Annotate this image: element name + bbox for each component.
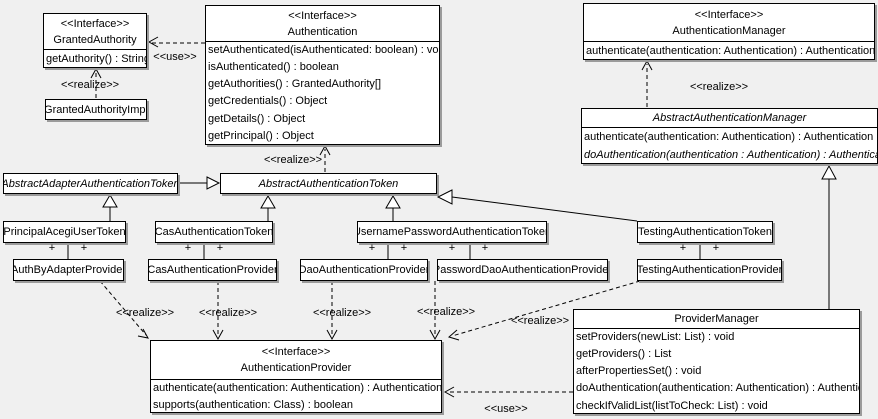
edge-label-realize: <<realize>>: [416, 306, 476, 318]
assoc-plus: +: [448, 242, 456, 254]
edge-label-realize: <<realize>>: [312, 307, 372, 319]
class-daoauthenticationprovider: DaoAuthenticationProvider: [300, 259, 428, 281]
class-name: CasAuthenticationToken: [156, 226, 272, 238]
edge-label-realize: <<realize>>: [689, 81, 749, 93]
class-name: AbstractAdapterAuthenticationToken: [4, 177, 177, 190]
class-testingauthenticationtoken: TestingAuthenticationToken: [637, 221, 773, 243]
stereotype-label: <<Interface>>: [261, 346, 331, 358]
edge-label-realize: <<realize>>: [263, 154, 323, 166]
class-name: AuthByAdapterProvider: [14, 264, 123, 276]
edge-label-realize: <<realize>>: [510, 315, 570, 327]
class-name: AuthenticationManager: [672, 24, 786, 37]
arrowhead-use-grantedauthority: [147, 36, 159, 48]
class-passworddaoauthenticationprovider: PasswordDaoAuthenticationProvider: [437, 259, 608, 281]
method: isAuthenticated() : boolean: [208, 61, 339, 74]
edge-gen-testingauthenticationtoken: [451, 196, 638, 222]
class-abstractadapterauthenticationtoken: AbstractAdapterAuthenticationToken: [3, 173, 178, 194]
assoc-plus: +: [184, 242, 192, 254]
class-name: AbstractAuthenticationManager: [652, 112, 807, 124]
class-authbyadapterprovider: AuthByAdapterProvider: [13, 259, 124, 281]
class-grantedauthority: <<Interface>> GrantedAuthority getAuthor…: [43, 13, 147, 68]
class-testingauthenticationprovider: TestingAuthenticationProvider: [637, 259, 782, 281]
triangle-abstracttoken-testing: [436, 189, 453, 205]
edge-label-use: <<use>>: [153, 51, 197, 63]
method: setAuthenticated(isAuthenticated: boolea…: [208, 44, 439, 56]
method: getDetails() : Object: [208, 112, 306, 125]
triangle-abstracttoken-upat: [385, 195, 401, 209]
arrowhead-realize-ap-3: [326, 329, 338, 341]
edge-realize-testingauthenticationprovider: [451, 280, 641, 337]
class-name: AuthenticationProvider: [240, 362, 352, 374]
arrowhead-realize-ap-1: [137, 328, 149, 339]
class-providermanager: ProviderManager setProviders(newList: Li…: [573, 309, 860, 414]
class-name: PrincipalAcegiUserToken: [4, 226, 125, 238]
class-name: GrantedAuthority: [53, 33, 137, 46]
class-authentication: <<Interface>> Authentication setAuthenti…: [205, 5, 440, 145]
method: doAuthentication(authentication : Authen…: [584, 149, 877, 161]
class-authenticationprovider: <<Interface>> AuthenticationProvider aut…: [150, 340, 442, 413]
class-authenticationmanager: <<Interface>> AuthenticationManager auth…: [583, 3, 875, 60]
class-name: CasAuthenticationProvider: [149, 264, 276, 276]
method: getAuthority() : String: [46, 53, 146, 65]
class-usernamepasswordauthenticationtoken: UsernamePasswordAuthenticationToken: [357, 221, 547, 243]
stereotype-label: <<Interface>>: [694, 8, 764, 21]
assoc-plus: +: [216, 242, 224, 254]
method: authenticate(authentication: Authenticat…: [153, 382, 441, 394]
edge-label-realize: <<realize>>: [115, 307, 175, 319]
method: afterPropertiesSet() : void: [576, 365, 702, 378]
edge-label-realize: <<realize>>: [60, 79, 120, 91]
class-name: TestingAuthenticationToken: [638, 226, 772, 238]
class-name: Authentication: [287, 25, 358, 38]
assoc-plus: +: [679, 242, 687, 254]
class-abstractauthenticationtoken: AbstractAuthenticationToken: [220, 173, 437, 194]
method: setProviders(newList: List) : void: [576, 331, 735, 343]
edge-label-use: <<use>>: [484, 403, 528, 415]
triangle-abstractauthenticationmanager: [821, 164, 837, 180]
arrowhead-realize-grantedauthority: [90, 67, 102, 79]
class-name: TestingAuthenticationProvider: [638, 264, 781, 276]
method: authenticate(authentication: Authenticat…: [586, 45, 874, 57]
class-name: ProviderManager: [674, 313, 759, 325]
triangle-abstractauthenticationtoken-left: [206, 176, 221, 190]
assoc-plus: +: [80, 242, 88, 254]
assoc-plus: +: [368, 242, 376, 254]
assoc-plus: +: [48, 242, 56, 254]
arrowhead-realize-authenticationmanager: [641, 59, 653, 71]
arrowhead-realize-ap-4: [429, 329, 441, 341]
stereotype-label: <<Interface>>: [60, 17, 130, 30]
arrowhead-realize-ap-2: [212, 329, 224, 341]
class-name: AbstractAuthenticationToken: [258, 177, 399, 190]
class-principalacegiusertoken: PrincipalAcegiUserToken: [3, 221, 126, 243]
method: supports(authentication: Class) : boolea…: [153, 398, 353, 411]
method: doAuthentication(authentication: Authent…: [576, 382, 859, 395]
class-name: DaoAuthenticationProvider: [301, 264, 427, 276]
class-abstractauthenticationmanager: AbstractAuthenticationManager authentica…: [581, 108, 878, 164]
class-name: GrantedAuthorityImpl: [46, 103, 146, 116]
class-casauthenticationprovider: CasAuthenticationProvider: [148, 259, 277, 281]
method: getCredentials() : Object: [208, 95, 328, 108]
method: getPrincipal() : Object: [208, 129, 314, 142]
assoc-plus: +: [712, 242, 720, 254]
triangle-abstractadaptertoken: [102, 194, 118, 208]
arrowhead-use-authenticationprovider: [443, 386, 455, 398]
method: authenticate(authentication: Authenticat…: [584, 131, 874, 143]
edge-label-realize: <<realize>>: [198, 307, 258, 319]
assoc-plus: +: [400, 242, 408, 254]
triangle-abstracttoken-cas: [260, 195, 276, 209]
method: checkIfValidList(listToCheck: List) : vo…: [576, 399, 768, 412]
arrowhead-realize-authentication: [319, 144, 331, 156]
arrowhead-realize-ap-5: [447, 329, 460, 341]
class-name: UsernamePasswordAuthenticationToken: [358, 226, 546, 238]
assoc-plus: +: [481, 242, 489, 254]
class-casauthenticationtoken: CasAuthenticationToken: [155, 221, 273, 243]
stereotype-label: <<Interface>>: [288, 9, 357, 22]
method: getAuthorities() : GrantedAuthority[]: [208, 78, 382, 91]
class-name: PasswordDaoAuthenticationProvider: [438, 264, 607, 276]
method: getProviders() : List: [576, 348, 672, 361]
class-grantedauthorityimpl: GrantedAuthorityImpl: [45, 99, 147, 120]
edge-realize-authbyadapterprovider: [99, 280, 147, 336]
